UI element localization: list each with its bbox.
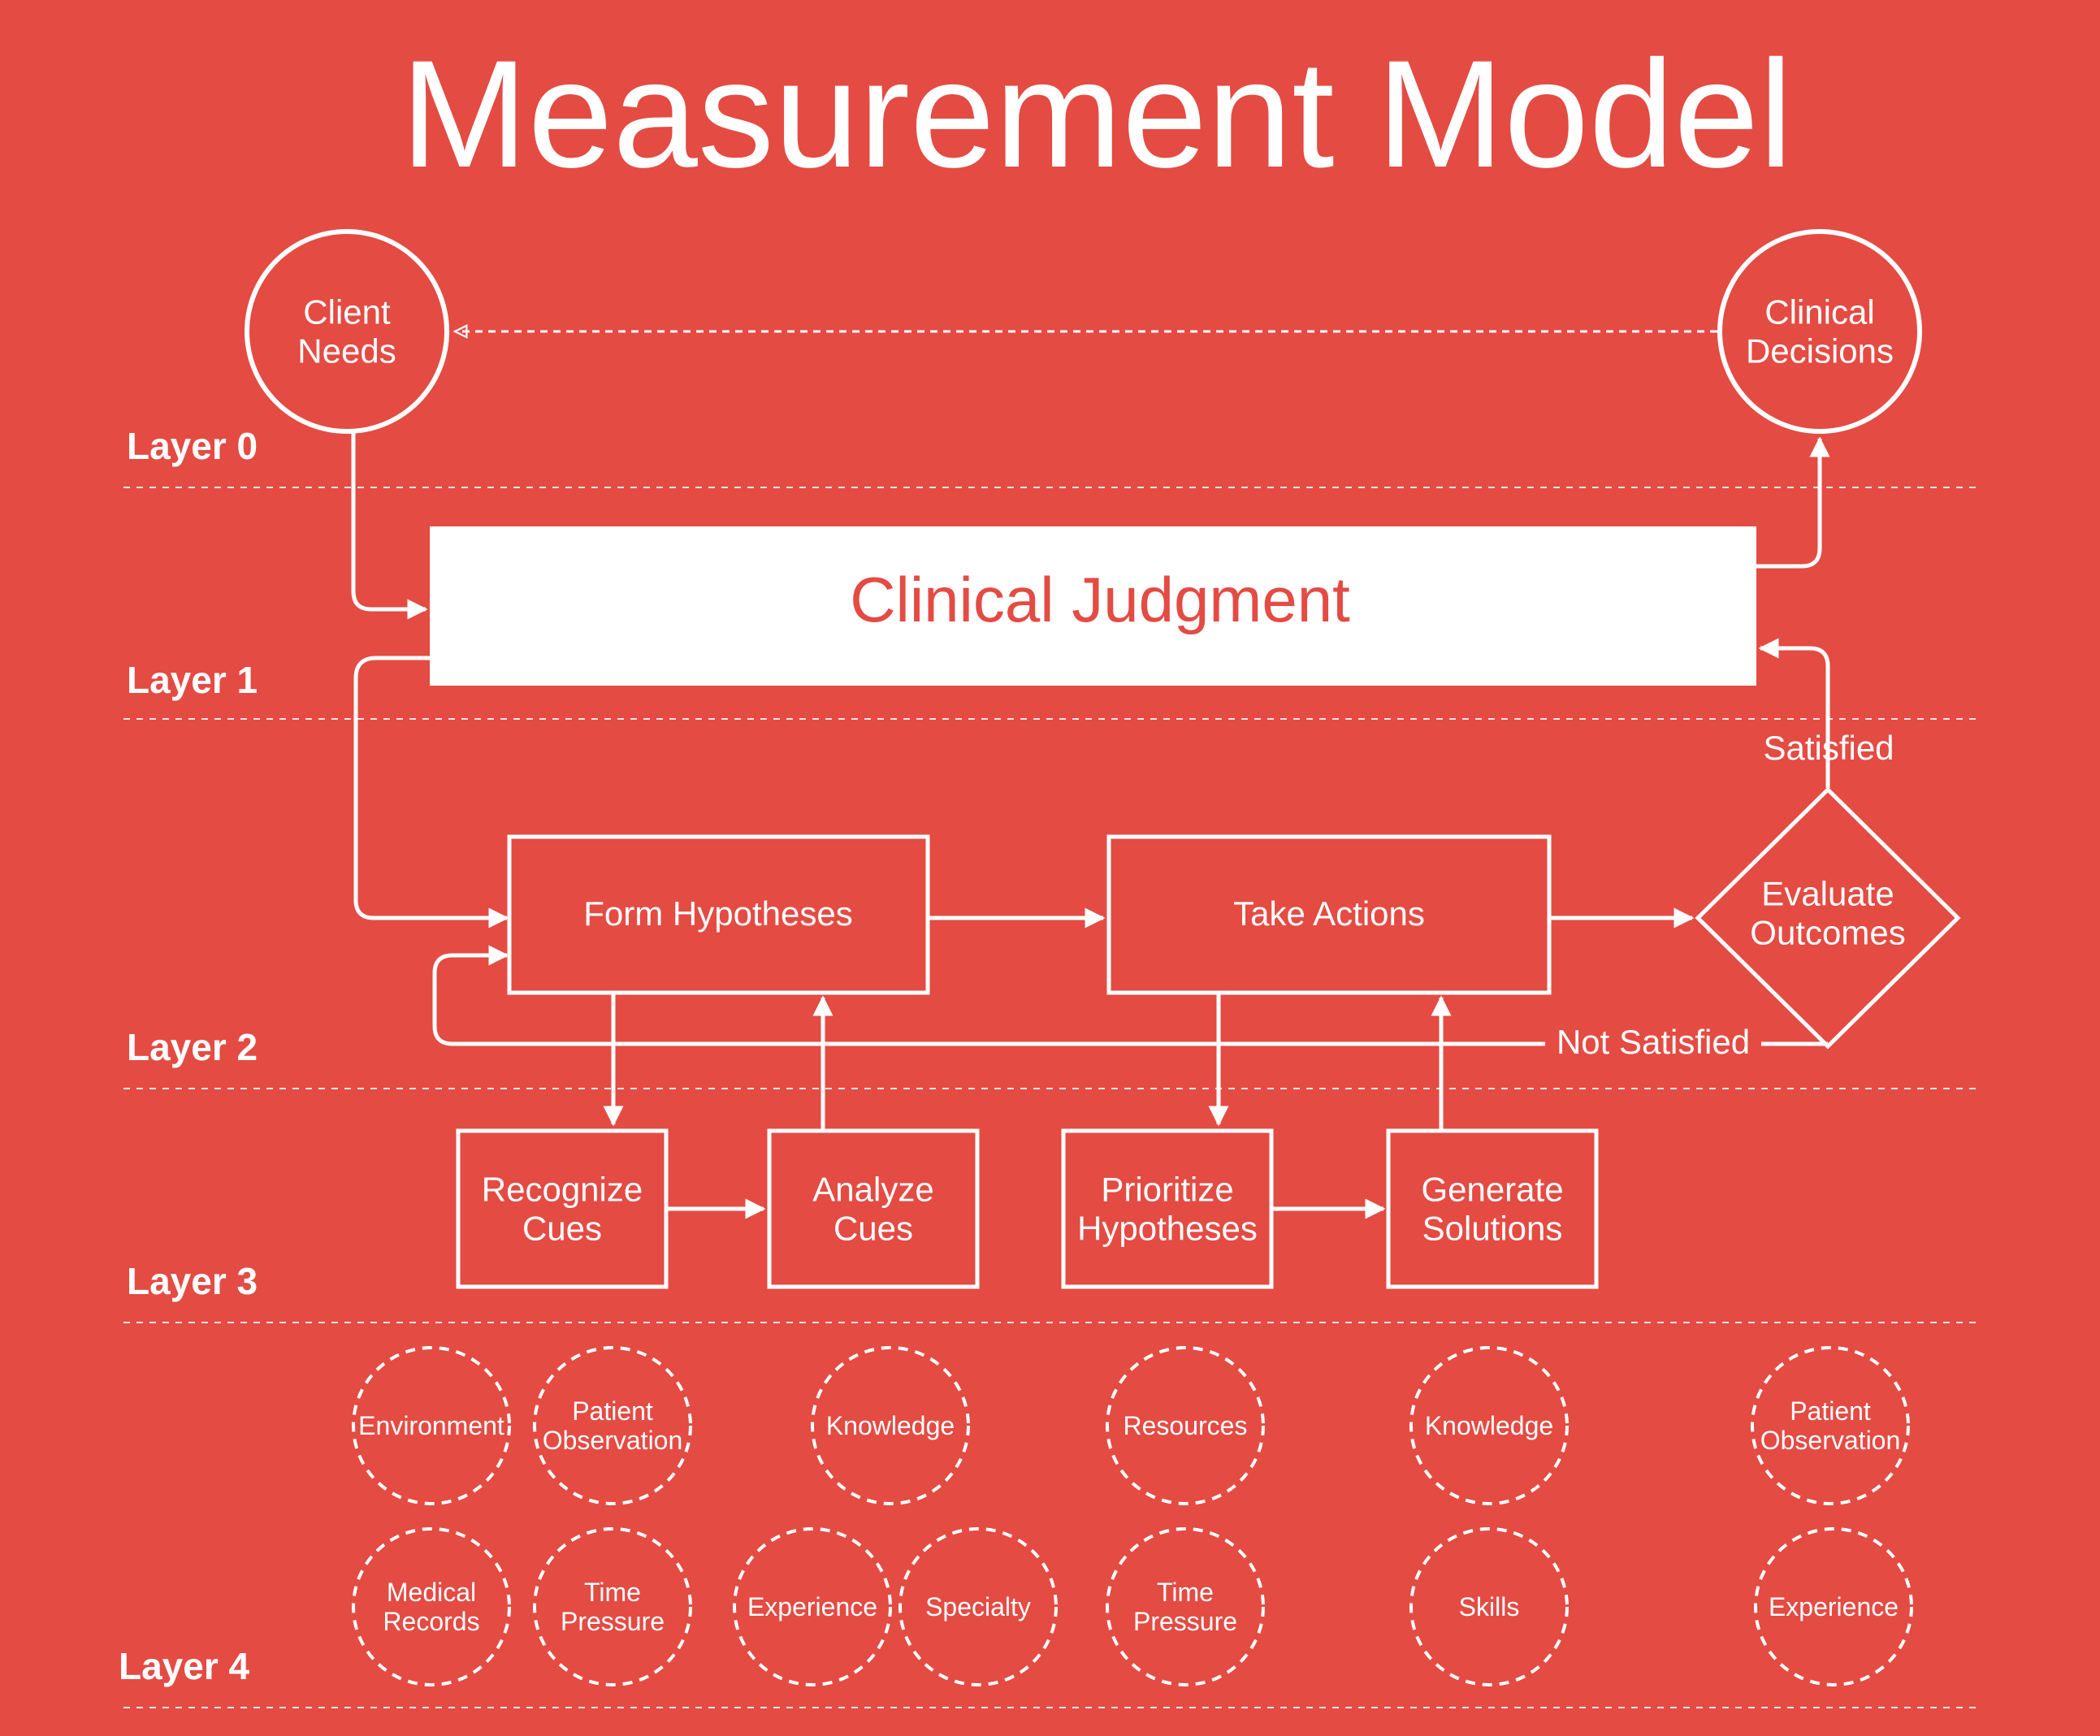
label-line: Experience bbox=[747, 1592, 877, 1621]
factor-patient-observation-2 bbox=[1751, 1346, 1910, 1505]
layer-label-3: Layer 3 bbox=[127, 1260, 258, 1302]
factor-experience-1 bbox=[733, 1527, 892, 1686]
label-line: Client bbox=[303, 293, 391, 331]
label-line: Observation bbox=[543, 1426, 683, 1455]
label-line: Knowledge bbox=[1425, 1411, 1553, 1440]
factor-label-resources: Resources bbox=[1124, 1411, 1248, 1440]
label-line: Time bbox=[1157, 1578, 1214, 1607]
take-actions-box: Take Actions bbox=[1106, 834, 1552, 995]
form-hypotheses-box: Form Hypotheses bbox=[507, 834, 930, 995]
label-line: Analyze bbox=[812, 1171, 933, 1209]
factor-environment bbox=[352, 1346, 511, 1505]
label-line: Needs bbox=[297, 332, 396, 370]
layer-label-4: Layer 4 bbox=[119, 1645, 250, 1687]
label-line: Clinical bbox=[1764, 293, 1874, 331]
label-line: Hypotheses bbox=[1077, 1210, 1258, 1248]
label-line: Pressure bbox=[561, 1607, 665, 1636]
factor-patient-observation-1 bbox=[533, 1346, 692, 1505]
factor-label-skills: Skills bbox=[1459, 1592, 1520, 1621]
clinical-judgment-box: Clinical Judgment bbox=[430, 526, 1756, 686]
layer-label-0: Layer 0 bbox=[127, 425, 258, 467]
label-line: Outcomes bbox=[1750, 914, 1905, 952]
factor-label-knowledge-2: Knowledge bbox=[1425, 1411, 1553, 1440]
label-line: Prioritize bbox=[1101, 1171, 1233, 1209]
factor-knowledge-1 bbox=[811, 1346, 970, 1505]
factor-experience-2 bbox=[1754, 1527, 1913, 1686]
factor-time-pressure-1 bbox=[533, 1527, 692, 1686]
label-line: Records bbox=[383, 1607, 479, 1636]
label-line: Resources bbox=[1124, 1411, 1248, 1440]
factor-time-pressure-2 bbox=[1106, 1527, 1265, 1686]
label-line: Cues bbox=[834, 1210, 913, 1248]
label-line: Skills bbox=[1459, 1592, 1520, 1621]
label-line: Experience bbox=[1769, 1592, 1899, 1621]
not-satisfied-label: Not Satisfied bbox=[1557, 1023, 1750, 1061]
label-line: Knowledge bbox=[826, 1411, 955, 1440]
label-line: Patient bbox=[572, 1396, 653, 1426]
label-line: Evaluate bbox=[1761, 875, 1894, 913]
label-line: Recognize bbox=[482, 1171, 643, 1209]
layer-separators bbox=[123, 487, 1982, 1708]
layer-4-factors bbox=[352, 1346, 1913, 1686]
factor-specialty bbox=[898, 1527, 1058, 1686]
label-line: Generate bbox=[1421, 1171, 1563, 1209]
factor-label-environment: Environment bbox=[358, 1411, 504, 1440]
label-line: Solutions bbox=[1422, 1210, 1563, 1248]
label-line: Patient bbox=[1790, 1396, 1871, 1426]
clinical-judgment-label: Clinical Judgment bbox=[850, 564, 1350, 635]
label-line: Medical bbox=[387, 1578, 476, 1607]
factor-label-experience-1: Experience bbox=[747, 1592, 877, 1621]
layer-label-2: Layer 2 bbox=[127, 1026, 258, 1068]
svg-text:Form Hypotheses: Form Hypotheses bbox=[583, 894, 852, 933]
layer-label-1: Layer 1 bbox=[127, 659, 258, 701]
satisfied-label: Satisfied bbox=[1763, 729, 1894, 767]
label-line: Specialty bbox=[925, 1592, 1031, 1621]
label-line: Cues bbox=[522, 1210, 602, 1248]
factor-resources bbox=[1106, 1346, 1265, 1505]
factor-knowledge-2 bbox=[1409, 1346, 1569, 1505]
connectors bbox=[351, 432, 1830, 1219]
page-title: Measurement Model bbox=[401, 28, 1793, 199]
factor-label-specialty: Specialty bbox=[925, 1592, 1031, 1621]
label-line: Decisions bbox=[1746, 332, 1894, 370]
factor-skills bbox=[1409, 1527, 1569, 1686]
label-line: Pressure bbox=[1133, 1607, 1237, 1636]
label-line: Environment bbox=[358, 1411, 504, 1440]
factor-medical-records bbox=[352, 1527, 511, 1686]
svg-text:Take Actions: Take Actions bbox=[1233, 894, 1425, 933]
label-line: Time bbox=[584, 1578, 641, 1607]
factor-label-experience-2: Experience bbox=[1769, 1592, 1899, 1621]
factor-label-knowledge-1: Knowledge bbox=[826, 1411, 955, 1440]
label-line: Observation bbox=[1760, 1426, 1901, 1455]
